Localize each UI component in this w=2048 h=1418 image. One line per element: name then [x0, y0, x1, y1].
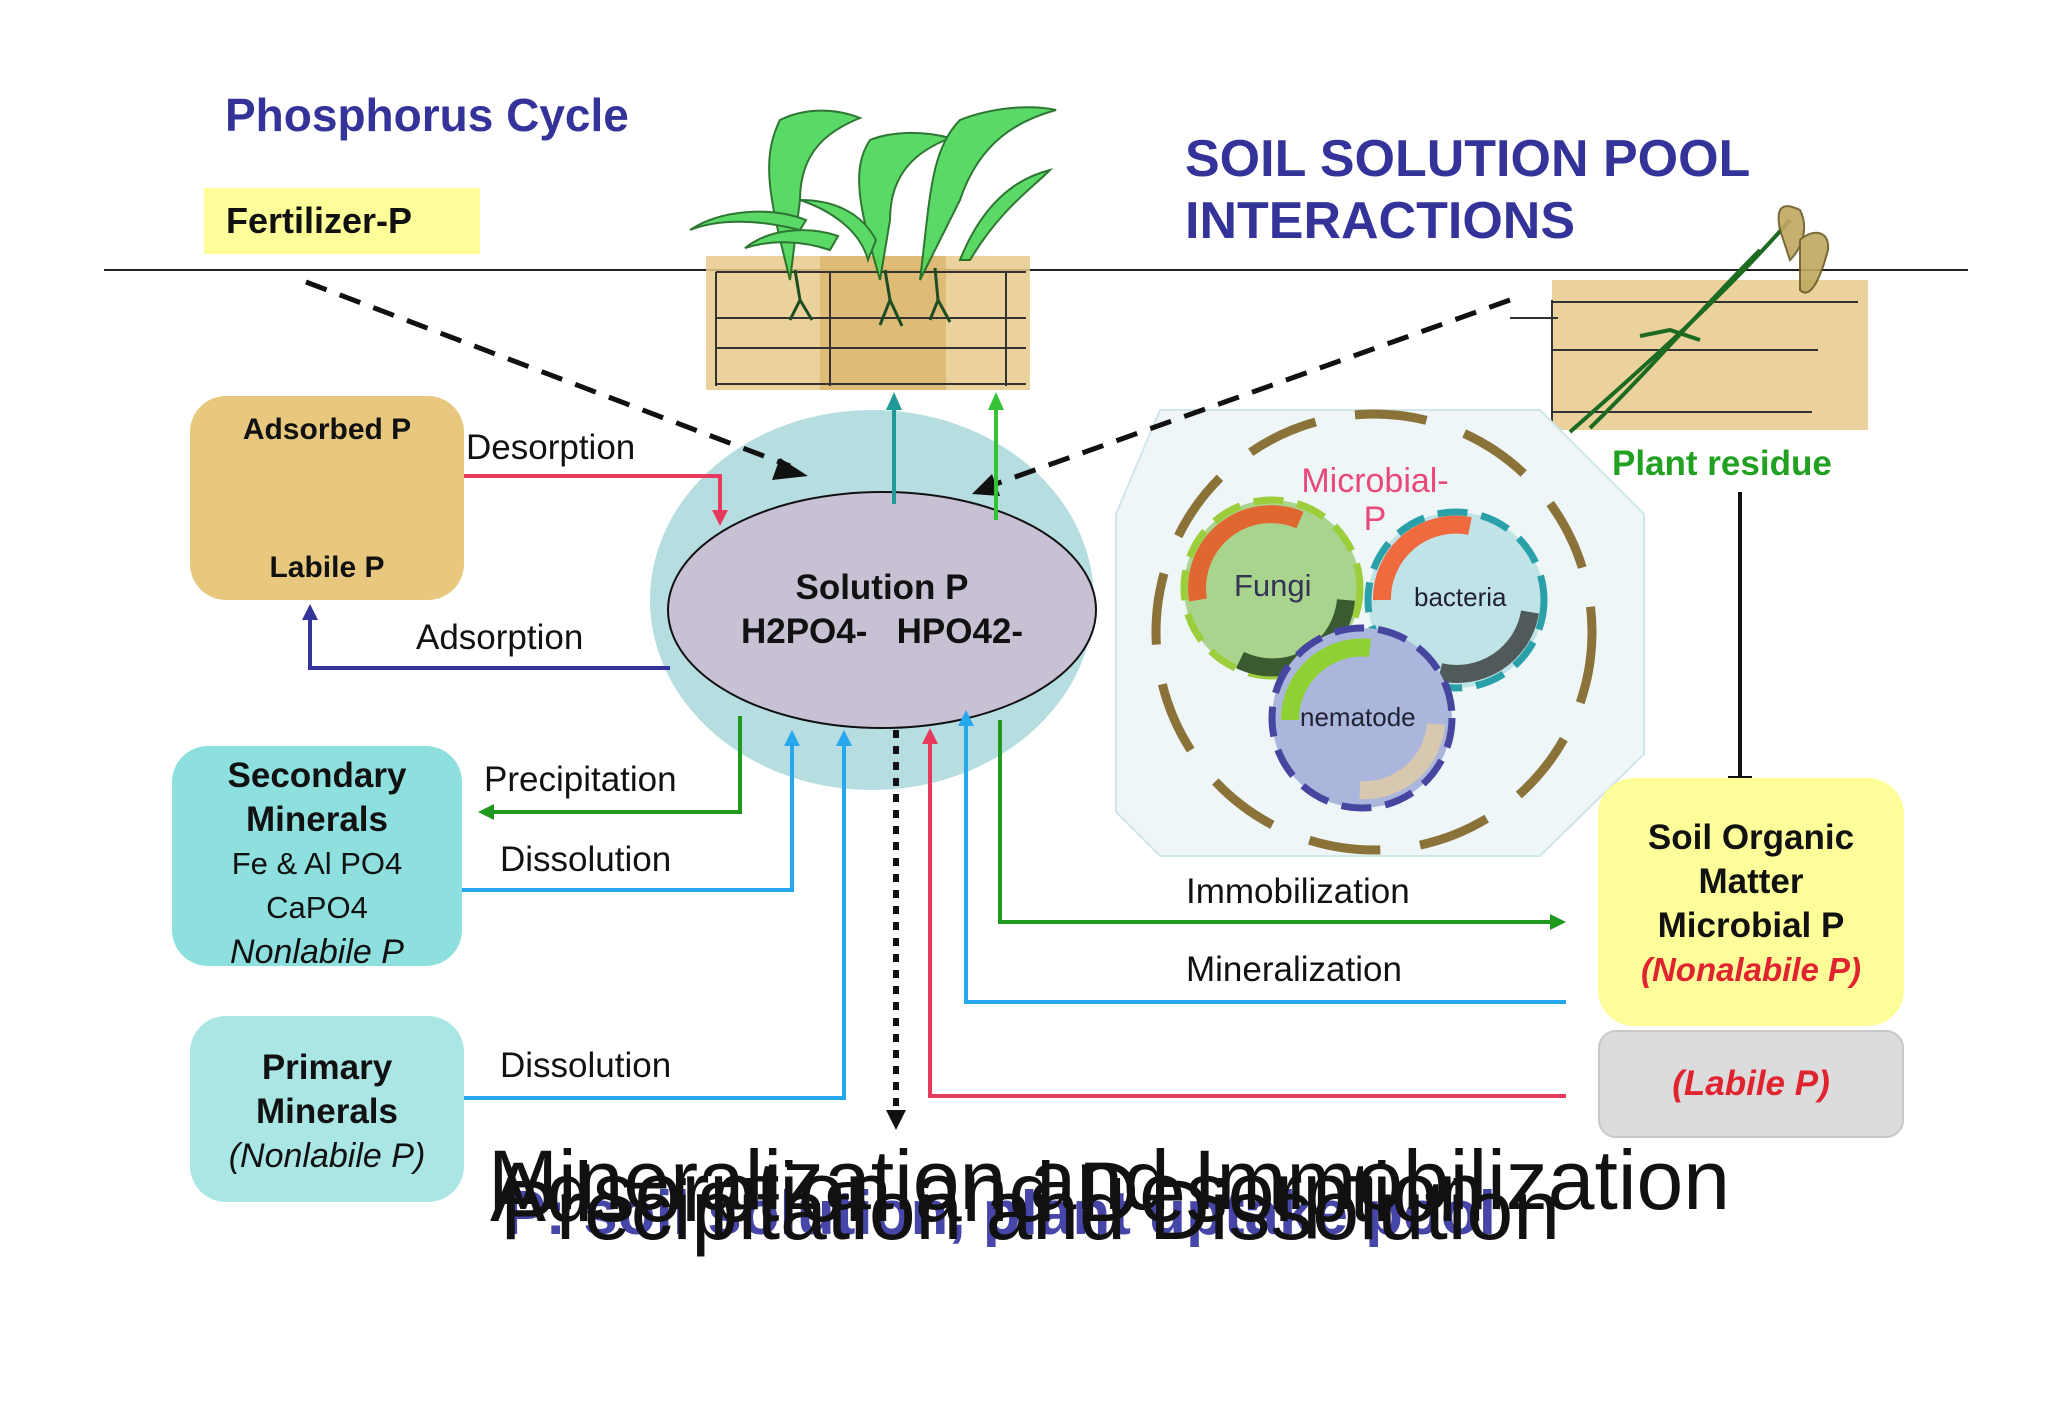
primary-line2: Minerals: [256, 1092, 398, 1131]
fungi-label: Fungi: [1234, 568, 1312, 603]
labile-p-box: (Labile P): [1598, 1030, 1904, 1138]
overlay-caption-c: Precipitation and Dissolution: [500, 1163, 1560, 1257]
pool-interactions-title: SOIL SOLUTION POOL INTERACTIONS: [1185, 128, 1750, 252]
solution-p-formulas: H2PO4- HPO42-: [700, 610, 1064, 654]
formula-h2po4: H2PO4-: [740, 612, 868, 651]
precipitation-arrow: [488, 716, 742, 814]
precipitation-label: Precipitation: [484, 760, 677, 799]
dissolution-primary-arrow: [464, 740, 846, 1100]
secondary-line4: CaPO4: [266, 890, 368, 925]
plant-residue-illustration: [1510, 205, 1868, 434]
mineralization-arrow: [964, 720, 1566, 1004]
adsorption-label: Adsorption: [416, 618, 584, 657]
labile-p-text: (Labile P): [1672, 1064, 1830, 1103]
plant-residue-label: Plant residue: [1612, 444, 1832, 483]
fertilizer-input-arrow: [305, 279, 791, 469]
nematode-label: nematode: [1300, 702, 1416, 732]
immobilization-arrow: [998, 720, 1556, 924]
pool-interactions-title-line2: INTERACTIONS: [1185, 192, 1575, 250]
dissolution-secondary-label: Dissolution: [500, 840, 672, 879]
crop-plants-illustration: [689, 106, 1057, 390]
adsorbed-p-box: Adsorbed P Labile P: [190, 396, 464, 600]
phosphorus-cycle-title: Phosphorus Cycle: [225, 89, 629, 141]
bacteria-label: bacteria: [1414, 582, 1507, 612]
desorption-arrow: [464, 474, 722, 516]
som-line2: Matter: [1698, 862, 1804, 901]
residue-input-arrow: [989, 297, 1511, 489]
secondary-line5: Nonlabile P: [230, 933, 404, 971]
formula-hpo4: HPO42-: [896, 612, 1024, 651]
overlay-caption-a: Mineralization and Immobilization: [488, 1133, 1730, 1227]
microbial-p-line1: Microbial-: [1301, 462, 1449, 500]
labile-p-subtitle: Labile P: [269, 551, 385, 584]
primary-line1: Primary: [261, 1048, 393, 1087]
primary-line3: (Nonlabile P): [228, 1137, 426, 1175]
secondary-minerals-box: Secondary Minerals Fe & Al PO4 CaPO4 Non…: [172, 746, 462, 971]
microbe-cycles: [1180, 496, 1548, 812]
overlay-caption-d: P: soil solution, plant uptake pool: [504, 1179, 1496, 1248]
microbial-p-line2: P: [1363, 500, 1387, 538]
primary-minerals-box: Primary Minerals (Nonlabile P): [190, 1016, 464, 1202]
overlay-caption-b: Adsorption and Desorption: [490, 1145, 1485, 1239]
secondary-line1: Secondary: [227, 756, 407, 795]
som-line4: (Nonalabile P): [1640, 951, 1862, 988]
dissolution-secondary-arrow: [462, 740, 794, 892]
labile-return-arrow: [928, 738, 1566, 1098]
microbial-boundary: [1151, 409, 1597, 855]
secondary-line2: Minerals: [246, 800, 388, 839]
som-line3: Microbial P: [1657, 906, 1845, 945]
solution-p-text: Solution P H2PO4- HPO42-: [700, 566, 1064, 654]
mineralization-label: Mineralization: [1186, 950, 1402, 989]
fertilizer-p-label: Fertilizer-P: [204, 188, 480, 254]
adsorbed-p-title: Adsorbed P: [242, 413, 412, 446]
dissolution-primary-label: Dissolution: [500, 1046, 672, 1085]
desorption-label: Desorption: [466, 428, 636, 467]
solution-p-title: Solution P: [795, 568, 969, 607]
solution-p-ellipse: [667, 491, 1097, 729]
som-line1: Soil Organic: [1647, 818, 1855, 857]
adsorption-arrow: [308, 614, 670, 670]
pool-interactions-title-line1: SOIL SOLUTION POOL: [1185, 130, 1751, 188]
immobilization-label: Immobilization: [1186, 872, 1410, 911]
secondary-line3: Fe & Al PO4: [231, 846, 403, 881]
microbial-p-label: Microbial- P: [1290, 462, 1460, 538]
soil-organic-matter-box: Soil Organic Matter Microbial P (Nonalab…: [1598, 778, 1904, 1026]
